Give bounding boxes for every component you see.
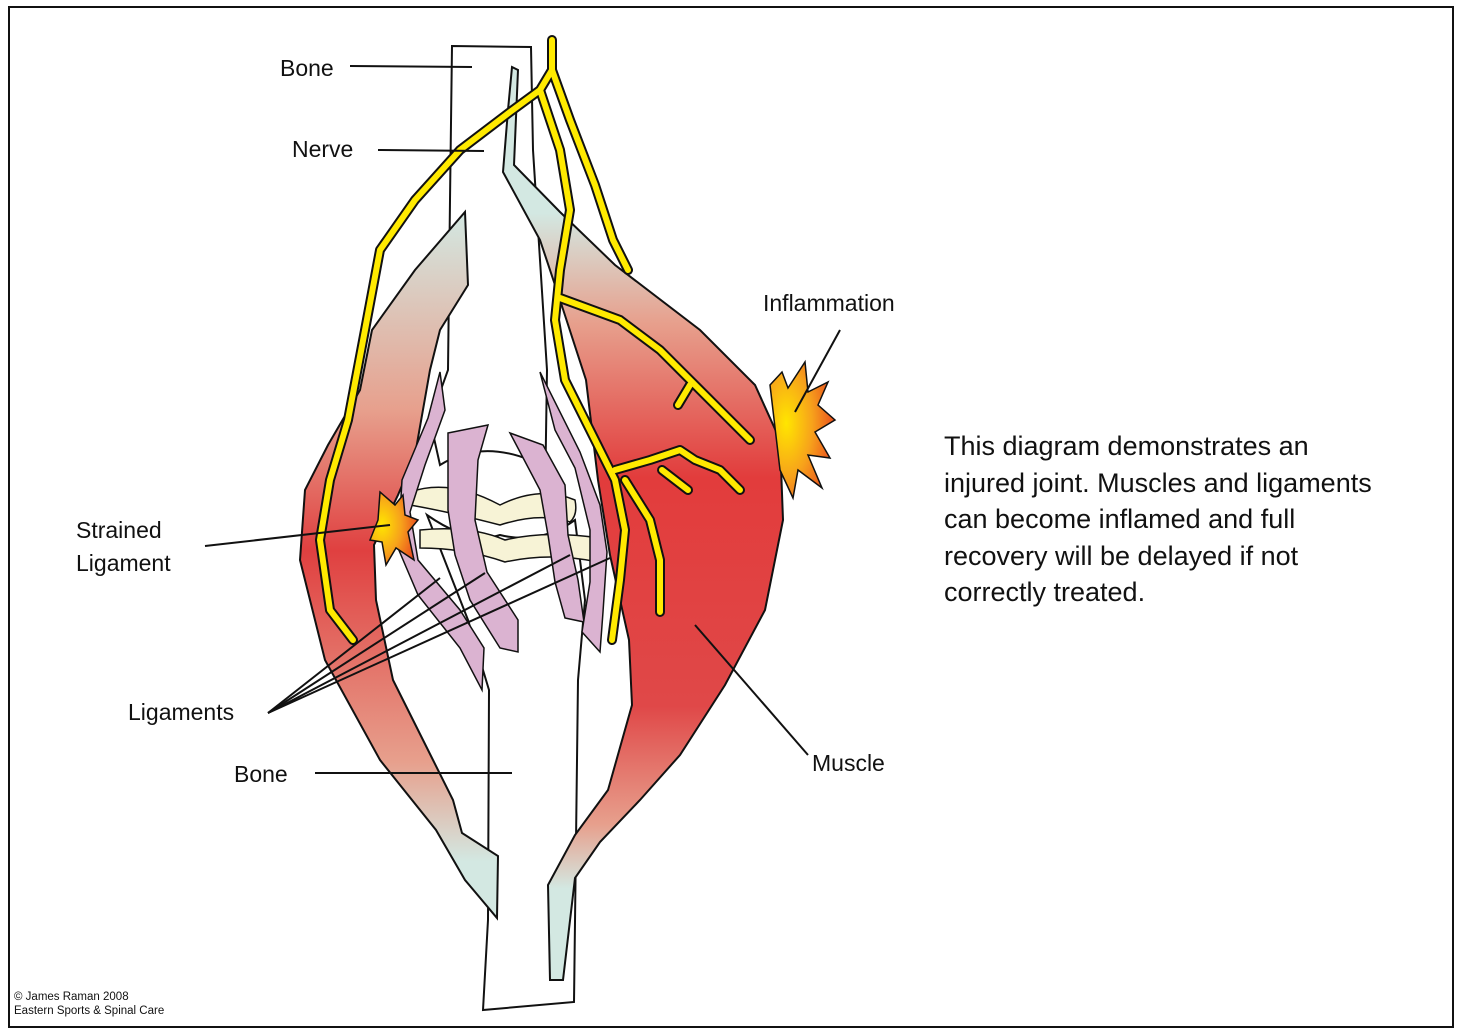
label-muscle: Muscle [812, 746, 885, 781]
description-line: This diagram demonstrates an [944, 428, 1460, 465]
description-line: injured joint. Muscles and ligaments [944, 465, 1460, 502]
copyright-notice: © James Raman 2008 Eastern Sports & Spin… [14, 990, 164, 1018]
description-text: This diagram demonstrates an injured joi… [944, 428, 1460, 611]
description-line: can become inflamed and full [944, 501, 1460, 538]
label-nerve: Nerve [292, 132, 353, 167]
label-inflammation: Inflammation [763, 286, 895, 321]
label-bone-top: Bone [280, 51, 334, 86]
label-ligaments: Ligaments [128, 695, 234, 730]
label-bone-bottom: Bone [234, 757, 288, 792]
copyright-line: © James Raman 2008 [14, 990, 164, 1004]
description-line: recovery will be delayed if not [944, 538, 1460, 575]
description-line: correctly treated. [944, 574, 1460, 611]
label-strained-ligament-1: Strained [76, 513, 162, 548]
label-strained-ligament-2: Ligament [76, 546, 171, 581]
copyright-line: Eastern Sports & Spinal Care [14, 1004, 164, 1018]
